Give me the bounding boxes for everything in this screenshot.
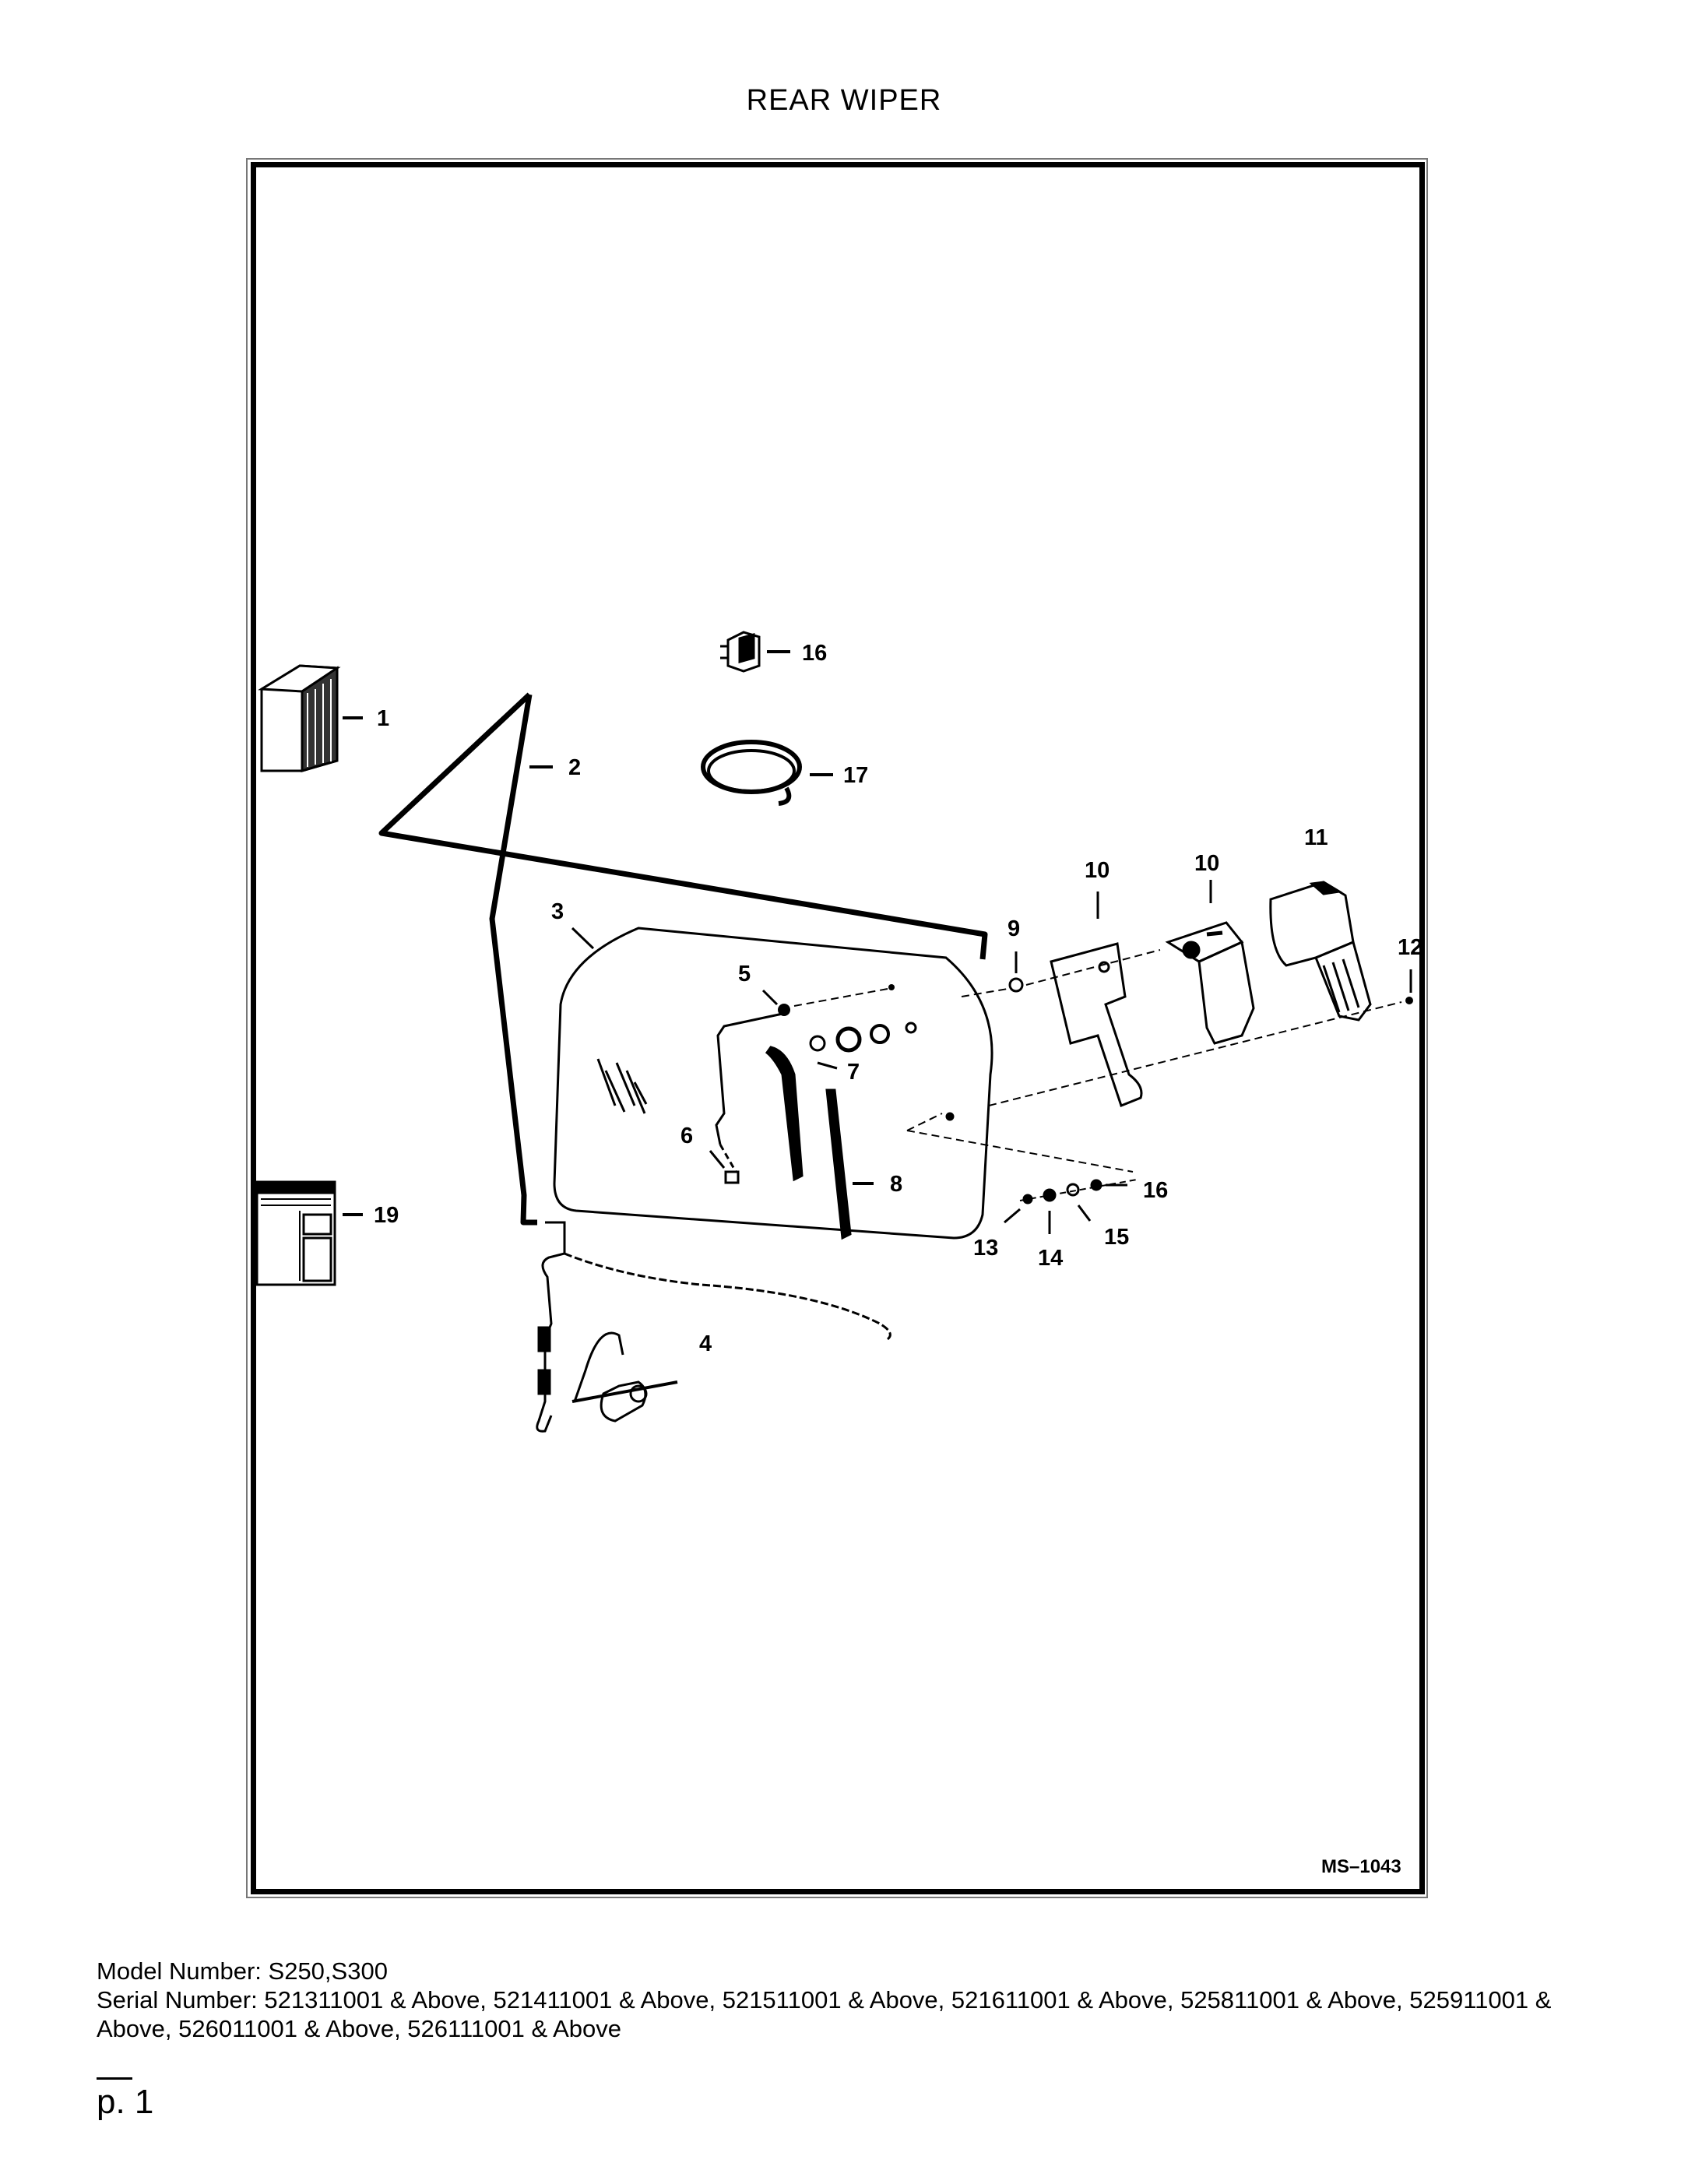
part-12-screw: [988, 969, 1413, 1106]
diagram-frame-outer: [246, 158, 1428, 1898]
footer-info: Model Number: S250,S300 Serial Number: 5…: [97, 1957, 1623, 2043]
callout-3: 3: [551, 899, 564, 924]
diagram-code: MS–1043: [1321, 1856, 1401, 1877]
part-8-wiper-blade: [825, 1088, 852, 1240]
callout-15: 15: [1104, 1225, 1129, 1250]
part-11-wiper-motor: [1165, 880, 1255, 1045]
callout-10a: 10: [1085, 858, 1110, 883]
callout-1: 1: [377, 706, 389, 731]
part-1-box: [258, 664, 341, 772]
part-4-washer-pump: [536, 1221, 891, 1433]
callout-6: 6: [680, 1124, 693, 1148]
part-6-nozzle: [709, 1012, 783, 1184]
callout-16: 16: [1143, 1178, 1168, 1203]
parts-13-16-hardware: [906, 1112, 1138, 1234]
callout-19: 19: [374, 1203, 399, 1228]
part-5-nut: [761, 984, 895, 1016]
part-19-decal: [255, 1180, 336, 1286]
diagram-frame: [251, 162, 1425, 1894]
callout-18: 17: [843, 763, 868, 788]
part-3-rear-window: [553, 927, 993, 1240]
callout-11: 10: [1194, 851, 1219, 876]
page-number: p. 1: [97, 2083, 154, 2121]
part-10-gasket: [1025, 892, 1161, 1107]
part-17-switch: [720, 631, 761, 673]
callout-12: 12: [1398, 935, 1422, 960]
callout-2: 2: [568, 755, 581, 780]
callout-7: 7: [847, 1060, 860, 1085]
callout-8: 8: [890, 1172, 902, 1197]
callout-14: 14: [1038, 1246, 1063, 1271]
serial-number: Serial Number: 521311001 & Above, 521411…: [97, 1986, 1552, 2042]
callout-4: 4: [699, 1331, 712, 1356]
page-title: REAR WIPER: [746, 84, 942, 117]
part-2-seal: [378, 692, 988, 1226]
model-number: Model Number: S250,S300: [97, 1957, 388, 1985]
callout-10b: 11: [1304, 825, 1328, 850]
footer-divider: [97, 2077, 132, 2080]
part-7-wiper-arm: [765, 1022, 917, 1182]
callout-13: 13: [973, 1236, 998, 1261]
part-9-grommet: [961, 951, 1024, 997]
callout-9: 9: [1008, 916, 1020, 941]
callout-17-label: 16: [802, 641, 827, 666]
callout-5: 5: [738, 962, 751, 986]
part-18-hose-coil: [701, 740, 802, 806]
part-10-motor-cover: [1269, 881, 1372, 1022]
